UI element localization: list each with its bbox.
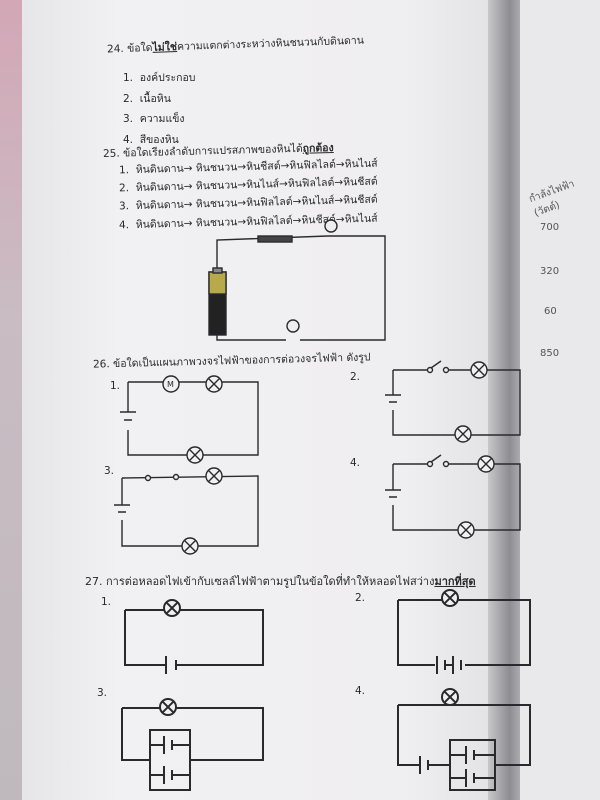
question-27: 27. การต่อหลอดไฟเข้ากับเซลล์ไฟฟ้าตามรูปใ…	[85, 575, 476, 588]
q24-option: 4. สีของหิน	[123, 134, 179, 146]
circuit-27-2	[397, 589, 531, 674]
circuit-27-1	[124, 599, 264, 674]
motor-icon	[162, 375, 180, 393]
table-cell: 320	[540, 266, 560, 277]
bulb-icon	[286, 319, 300, 333]
q24-option: 2. เนื้อหิน	[123, 93, 171, 105]
option-label: 4.	[355, 685, 366, 697]
right-page: กำลังไฟฟ้า (วัตต์) 700 320 60 850	[520, 0, 600, 800]
option-label: 2.	[355, 592, 366, 604]
option-label: 1.	[110, 380, 121, 392]
option-label: 3.	[104, 465, 115, 477]
q24-option: 1. องค์ประกอบ	[123, 72, 196, 84]
circuit-26-4	[385, 454, 521, 539]
circuit-26-2	[385, 360, 521, 443]
table-cell: 850	[540, 348, 560, 359]
q24-option: 3. ความแข็ง	[123, 113, 185, 125]
table-cell: 700	[540, 222, 560, 233]
switch-icon	[257, 235, 293, 243]
exam-page	[22, 0, 502, 800]
circuit-26-3	[114, 467, 259, 555]
option-label: 1.	[101, 596, 112, 608]
option-label: 2.	[350, 371, 361, 383]
table-cell: 60	[544, 306, 557, 317]
motor-label: M	[167, 380, 174, 389]
bulb-icon	[186, 446, 204, 464]
circuit-27-4	[397, 688, 531, 791]
option-label: 4.	[350, 457, 361, 469]
circuit-26-1	[120, 375, 259, 464]
circuit-27-3	[121, 698, 264, 791]
bulb-icon	[205, 375, 223, 393]
option-label: 3.	[97, 687, 108, 699]
bulb-icon	[324, 219, 338, 233]
pictorial-circuit	[208, 219, 386, 341]
book-gutter	[488, 0, 524, 800]
